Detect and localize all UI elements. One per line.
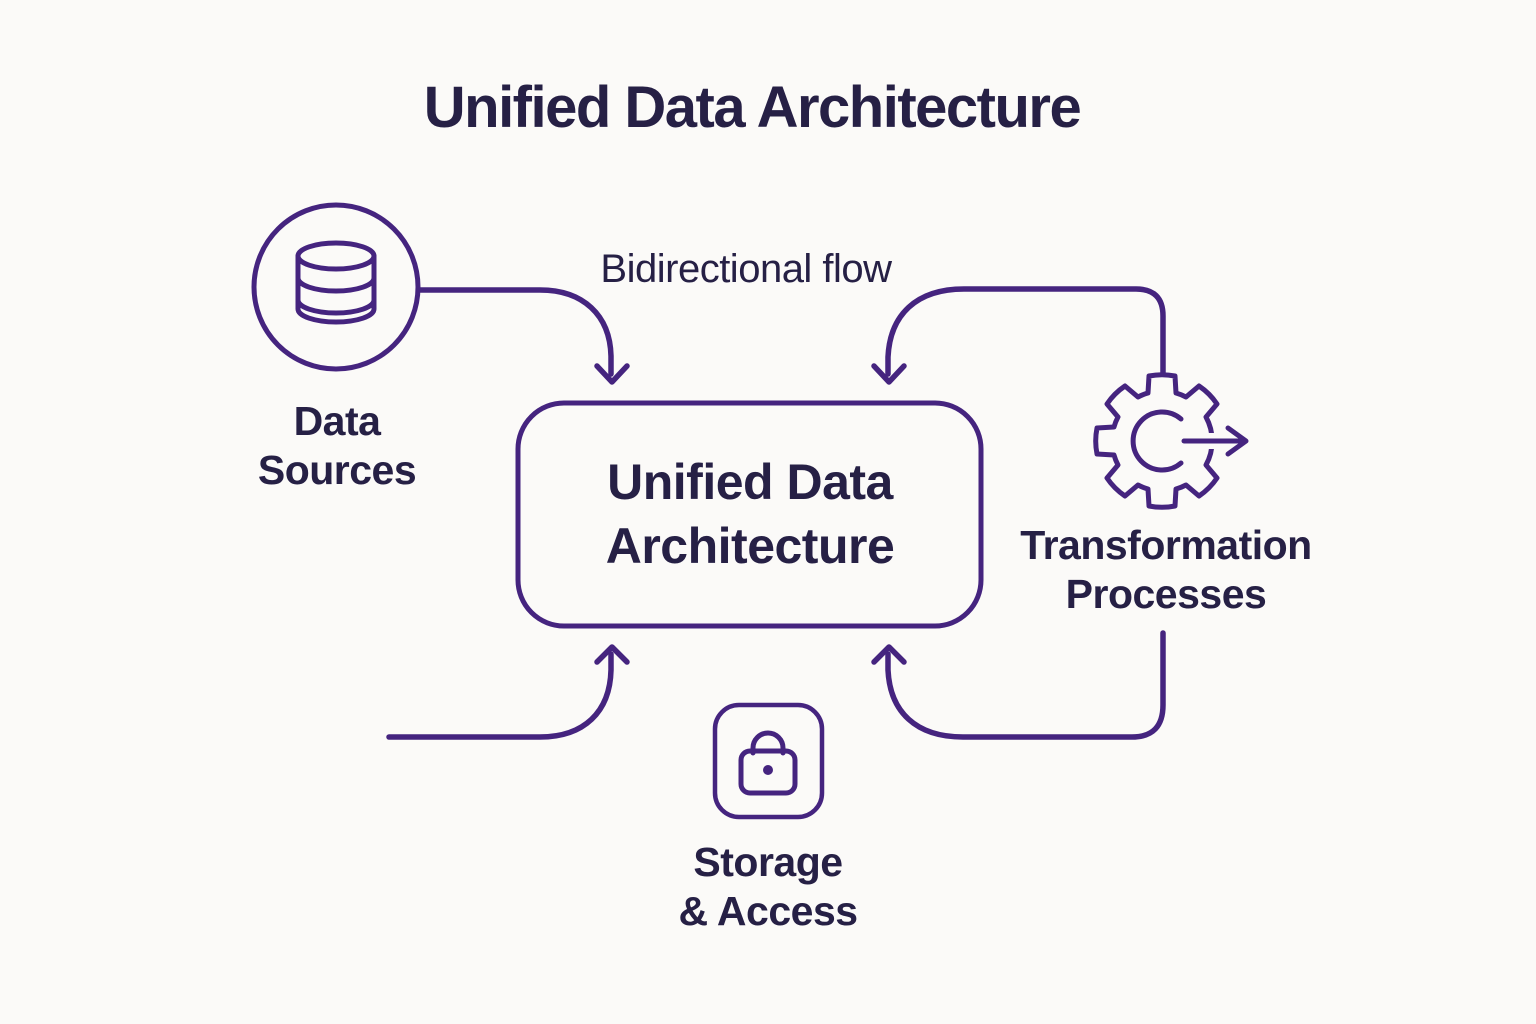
edge-transformation-to-center-bottom bbox=[885, 630, 1166, 740]
transformation-label: Transformation Processes bbox=[1020, 522, 1312, 617]
storage-label: Storage & Access bbox=[678, 839, 858, 934]
arrowhead-down-right-icon bbox=[871, 363, 907, 385]
center-node-box bbox=[515, 400, 984, 629]
bidirectional-flow-label: Bidirectional flow bbox=[600, 247, 892, 291]
storage-node-square bbox=[712, 702, 825, 820]
arrowhead-up-right-icon bbox=[871, 644, 907, 665]
arrowhead-up-left-icon bbox=[594, 644, 630, 665]
database-icon bbox=[295, 240, 377, 325]
edge-bottomleft-to-center bbox=[386, 651, 614, 740]
arrowhead-down-left-icon bbox=[594, 363, 630, 385]
data-sources-node-circle bbox=[251, 202, 421, 372]
diagram-title: Unified Data Architecture bbox=[423, 75, 1082, 140]
data-sources-label: Data Sources bbox=[257, 398, 417, 493]
lock-icon bbox=[738, 730, 798, 796]
edge-datasources-to-center bbox=[414, 287, 614, 377]
gear-arrow-icon bbox=[1093, 372, 1249, 510]
edge-transformation-to-center-top bbox=[885, 286, 1166, 377]
center-node-label: Unified Data Architecture bbox=[605, 454, 895, 574]
